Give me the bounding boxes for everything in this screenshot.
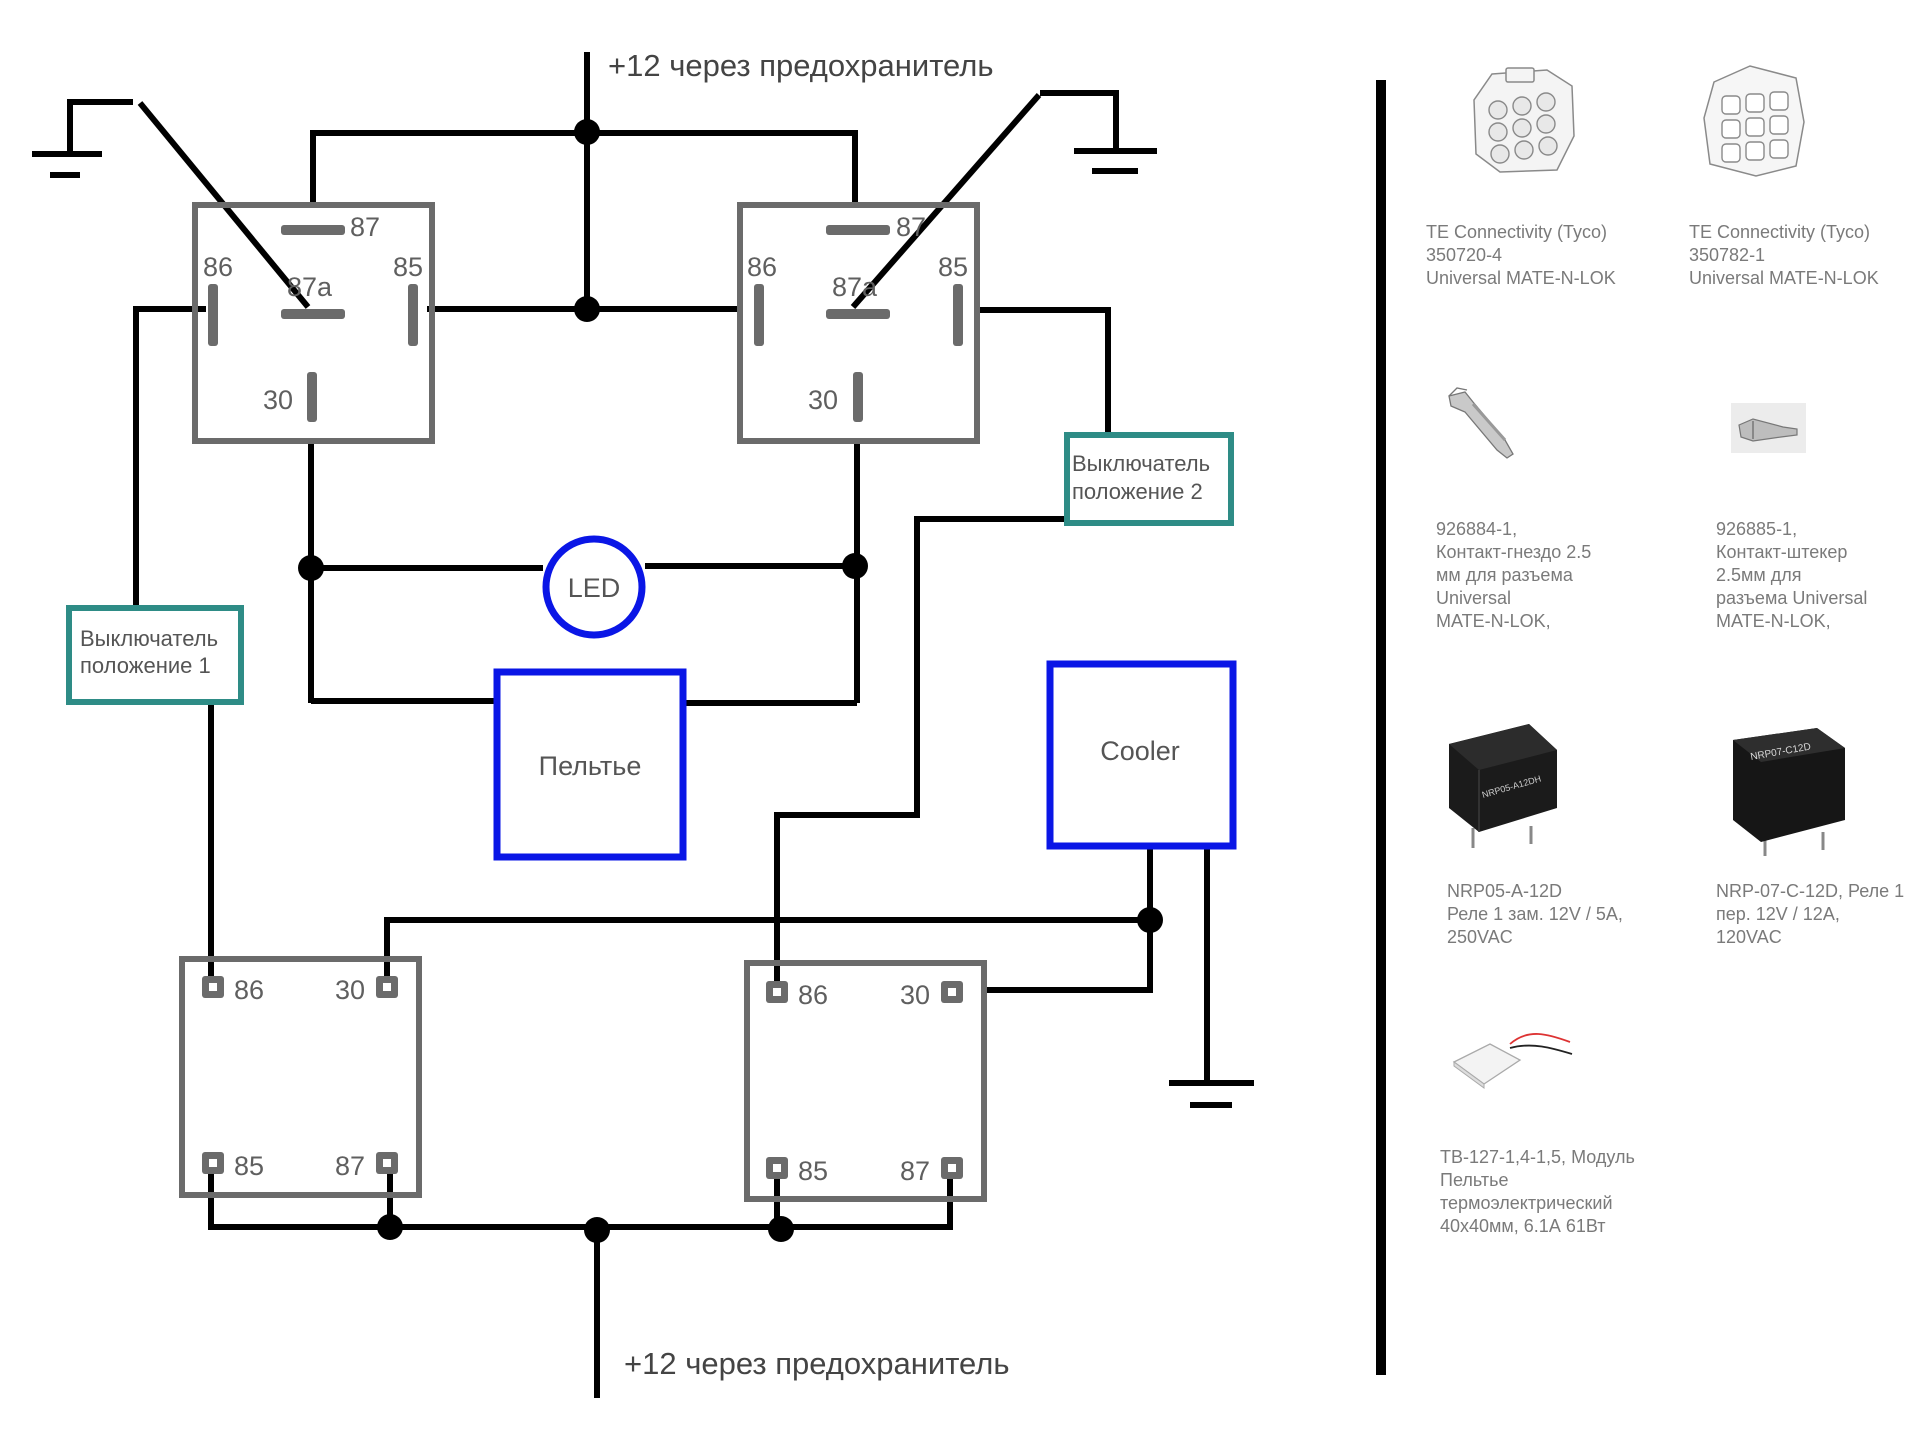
- pin-85: 85: [234, 1151, 264, 1181]
- pin-87: 87: [896, 212, 926, 242]
- pin-87: 87: [350, 212, 380, 242]
- pin-87: 87: [900, 1156, 930, 1186]
- switch1-label-line2: положение 1: [80, 653, 211, 678]
- switch1-label-line1: Выключатель: [80, 626, 218, 651]
- supply-label-top: +12 через предохранитель: [608, 48, 994, 83]
- junction-dots: [298, 119, 1163, 1243]
- switch2-label-line1: Выключатель: [1072, 451, 1210, 476]
- part-caption: 926885-1, Контакт-штекер 2.5мм для разъе…: [1716, 519, 1868, 631]
- switch-position-2: Выключатель положение 2: [1064, 432, 1234, 526]
- part-caption: 926884-1, Контакт-гнездо 2.5 мм для разъ…: [1436, 519, 1592, 631]
- pin-contact-icon: [1731, 403, 1806, 453]
- pin-85: 85: [798, 1156, 828, 1186]
- pin-85: 85: [938, 252, 968, 282]
- led-label: LED: [568, 573, 621, 603]
- relay-top-left: 87 86 85 87a 30: [192, 202, 435, 444]
- supply-label-bottom: +12 через предохранитель: [624, 1346, 1010, 1381]
- pin-86: 86: [798, 980, 828, 1010]
- pin-86: 86: [234, 975, 264, 1005]
- pin-30: 30: [900, 980, 930, 1010]
- pin-30: 30: [263, 385, 293, 415]
- pin-30: 30: [335, 975, 365, 1005]
- part-caption: TE Connectivity (Tyco) 350720-4 Universa…: [1426, 222, 1616, 288]
- peltier-module-icon: [1452, 1033, 1573, 1089]
- cooler-label: Cooler: [1100, 736, 1180, 766]
- peltier-component: Пельтье: [493, 668, 687, 861]
- pin-86: 86: [203, 252, 233, 282]
- cooler-component: Cooler: [1046, 660, 1237, 850]
- part-caption: TB-127-1,4-1,5, Модуль Пельтье термоэлек…: [1440, 1147, 1635, 1236]
- relay-top-right: 87 86 85 87a 30: [737, 202, 980, 444]
- relay-bottom-right: 86 30 85 87: [744, 960, 987, 1202]
- pin-86: 86: [747, 252, 777, 282]
- connector-receptacle-icon: [1703, 65, 1805, 177]
- relay-nrp07-icon: NRP07-C12D: [1733, 728, 1845, 856]
- led-component: LED: [542, 535, 646, 639]
- pin-87: 87: [335, 1151, 365, 1181]
- pin-30: 30: [808, 385, 838, 415]
- connector-plug-icon: [1473, 67, 1575, 173]
- peltier-label: Пельтье: [539, 751, 642, 781]
- part-caption: NRP05-A-12D Реле 1 зам. 12V / 5A, 250VAC: [1447, 881, 1623, 947]
- relay-bottom-left: 86 30 85 87: [179, 956, 422, 1198]
- part-caption: TE Connectivity (Tyco) 350782-1 Universa…: [1689, 222, 1879, 288]
- pin-85: 85: [393, 252, 423, 282]
- switch2-label-line2: положение 2: [1072, 479, 1203, 504]
- switch-position-1: Выключатель положение 1: [66, 605, 244, 705]
- part-caption: NRP-07-C-12D, Реле 1 пер. 12V / 12A, 120…: [1716, 881, 1905, 947]
- socket-contact-icon: [1448, 387, 1514, 459]
- wires: [32, 52, 1254, 1398]
- relay-nrp05-icon: NRP05-A12DH: [1449, 724, 1557, 848]
- pin-87a: 87a: [287, 272, 333, 302]
- pin-87a: 87a: [832, 272, 878, 302]
